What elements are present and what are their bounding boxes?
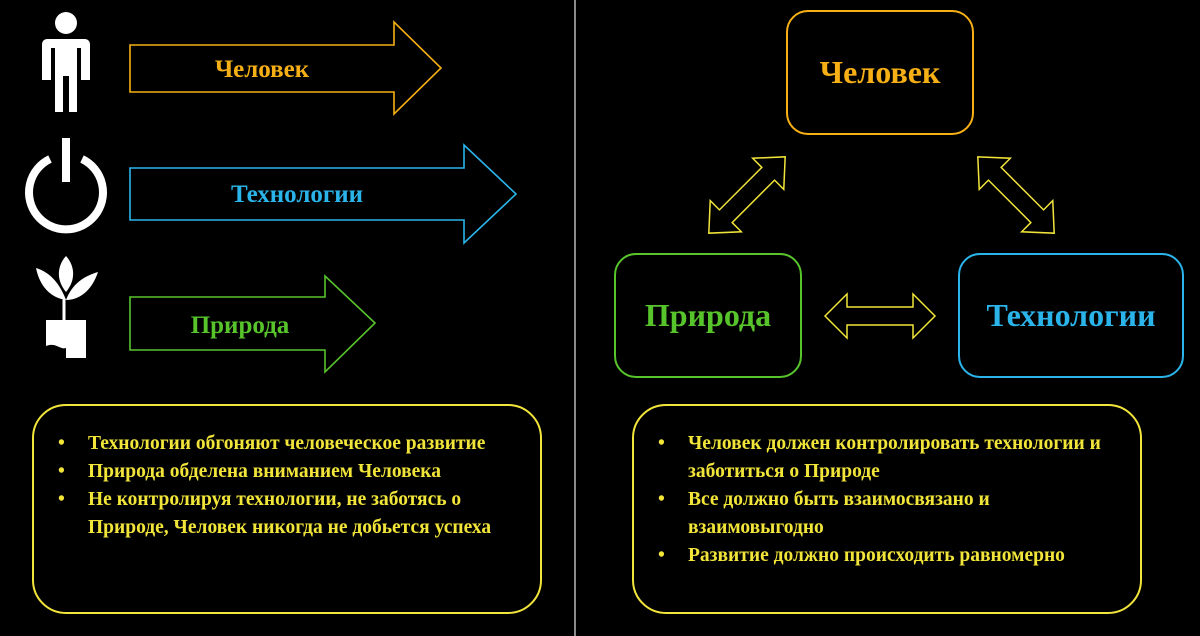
left-bullet-item: Технологии обгоняют человеческое развити… — [58, 430, 520, 458]
divider — [574, 0, 576, 636]
node-human: Человек — [786, 10, 974, 135]
right-bullet-item: Все должно быть взаимосвязано и взаимовы… — [658, 486, 1120, 542]
left-bullet-panel: Технологии обгоняют человеческое развити… — [32, 404, 542, 614]
arrow-nature — [129, 274, 377, 374]
arrow-technology — [129, 143, 518, 245]
left-bullet-item: Природа обделена вниманием Человека — [58, 458, 520, 486]
arrow-label-technology: Технологии — [230, 181, 364, 208]
right-bullet-item: Развитие должно происходить равномерно — [658, 542, 1120, 570]
power-icon — [25, 138, 107, 234]
plant-icon — [36, 256, 98, 358]
connection-arrows — [708, 156, 1055, 340]
left-bullet-item: Не контролируя технологии, не заботясь о… — [58, 486, 520, 542]
arrow-label-human: Человек — [214, 56, 310, 83]
right-bullet-item: Человек должен контролировать технологии… — [658, 430, 1120, 486]
node-technology: Технологии — [958, 253, 1184, 378]
person-icon — [42, 12, 90, 112]
double-arrow-nature-technology — [823, 292, 937, 340]
double-arrow-human-technology — [977, 156, 1055, 234]
right-bullet-panel: Человек должен контролировать технологии… — [632, 404, 1142, 614]
double-arrow-human-nature — [708, 156, 786, 234]
left-arrows — [129, 20, 518, 374]
arrow-human — [129, 20, 443, 116]
arrow-label-nature: Природа — [190, 312, 290, 339]
node-nature: Природа — [614, 253, 802, 378]
